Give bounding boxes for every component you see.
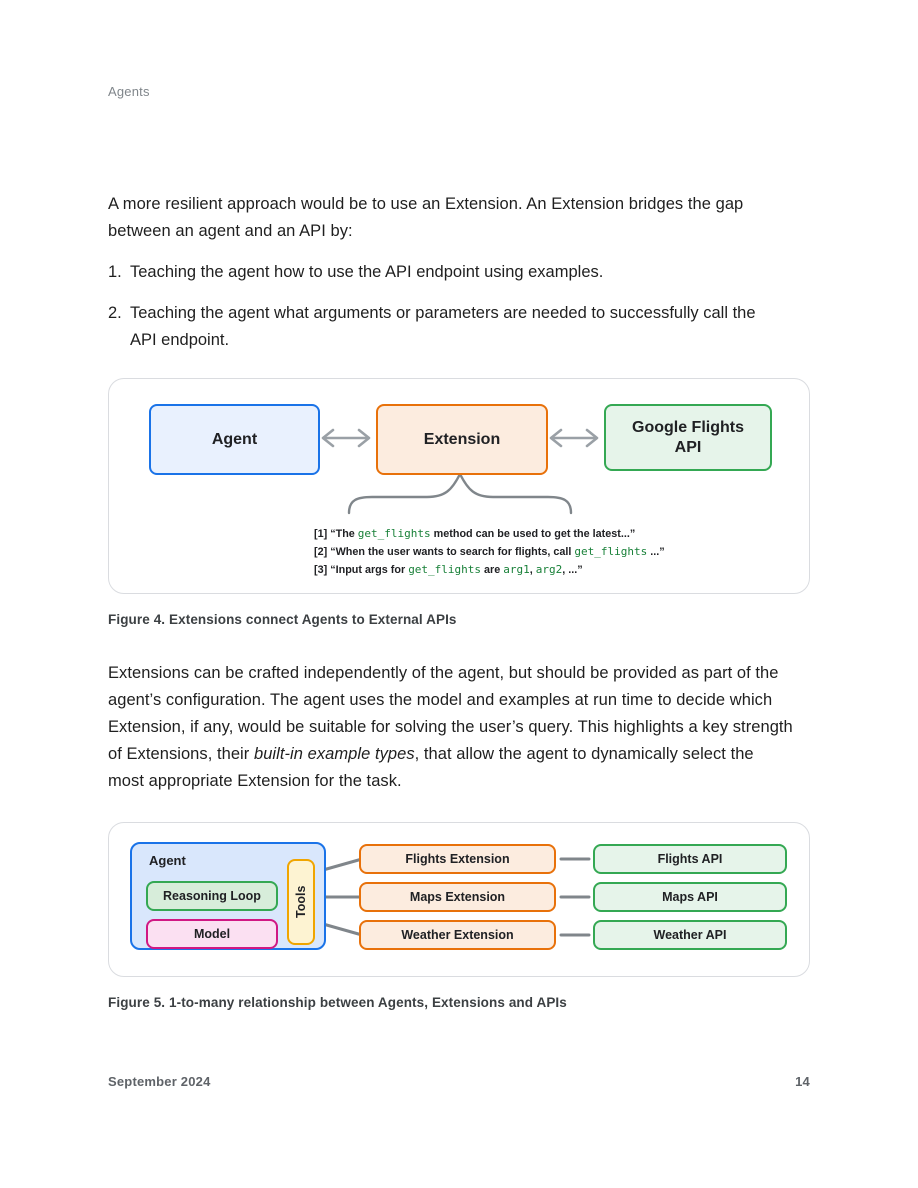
extension-row-label: Flights Extension — [405, 852, 510, 866]
footer-date: September 2024 — [108, 1074, 211, 1089]
list-item-text: Teaching the agent how to use the API en… — [130, 263, 604, 281]
figure5-panel: Agent Reasoning Loop Model Tools Flights… — [108, 822, 810, 977]
page-number: 14 — [795, 1074, 810, 1089]
agent-node-label: Agent — [211, 430, 258, 448]
brace-icon — [347, 471, 573, 515]
tools-node: Tools — [287, 859, 315, 945]
double-arrow-icon — [321, 428, 599, 448]
running-header: Agents — [108, 84, 150, 99]
reasoning-loop-node: Reasoning Loop — [146, 881, 278, 911]
agent-container-label: Agent — [149, 853, 186, 868]
api-row-label: Flights API — [657, 852, 723, 866]
weather-extension-node: Weather Extension — [359, 920, 556, 950]
list-marker: 1. — [108, 263, 122, 281]
page-footer: September 2024 14 — [108, 1074, 810, 1089]
list-item-text: Teaching the agent what arguments or par… — [130, 304, 756, 349]
list-item-1: 1. Teaching the agent how to use the API… — [108, 259, 823, 286]
maps-extension-node: Maps Extension — [359, 882, 556, 912]
maps-api-node: Maps API — [593, 882, 787, 912]
list-marker: 2. — [108, 304, 122, 322]
figure4-panel: Agent Extension Google Flights API [1] “… — [108, 378, 810, 594]
api-row-label: Maps API — [662, 890, 718, 904]
flights-extension-node: Flights Extension — [359, 844, 556, 874]
model-label: Model — [193, 927, 231, 941]
agent-container: Agent Reasoning Loop Model — [130, 842, 326, 950]
figure5-caption: Figure 5. 1-to-many relationship between… — [108, 995, 567, 1010]
google-flights-api-node: Google Flights API — [604, 404, 772, 471]
model-node: Model — [146, 919, 278, 949]
extension-node: Extension — [376, 404, 548, 475]
extension-row-label: Maps Extension — [409, 890, 506, 904]
weather-api-node: Weather API — [593, 920, 787, 950]
agent-node: Agent — [149, 404, 320, 475]
flights-api-node: Flights API — [593, 844, 787, 874]
extension-node-label: Extension — [423, 430, 501, 448]
figure4-caption: Figure 4. Extensions connect Agents to E… — [108, 612, 457, 627]
api-node-label: Google Flights API — [632, 418, 744, 456]
extension-row-label: Weather Extension — [401, 928, 514, 942]
api-row-label: Weather API — [653, 928, 727, 942]
paragraph-intro: A more resilient approach would be to us… — [108, 195, 744, 240]
extension-example-annotations: [1] “The get_flights method can be used … — [314, 527, 665, 576]
reasoning-loop-label: Reasoning Loop — [163, 889, 261, 903]
paragraph-extensions: Extensions can be crafted independently … — [108, 664, 793, 790]
list-item-2: 2. Teaching the agent what arguments or … — [108, 300, 823, 354]
